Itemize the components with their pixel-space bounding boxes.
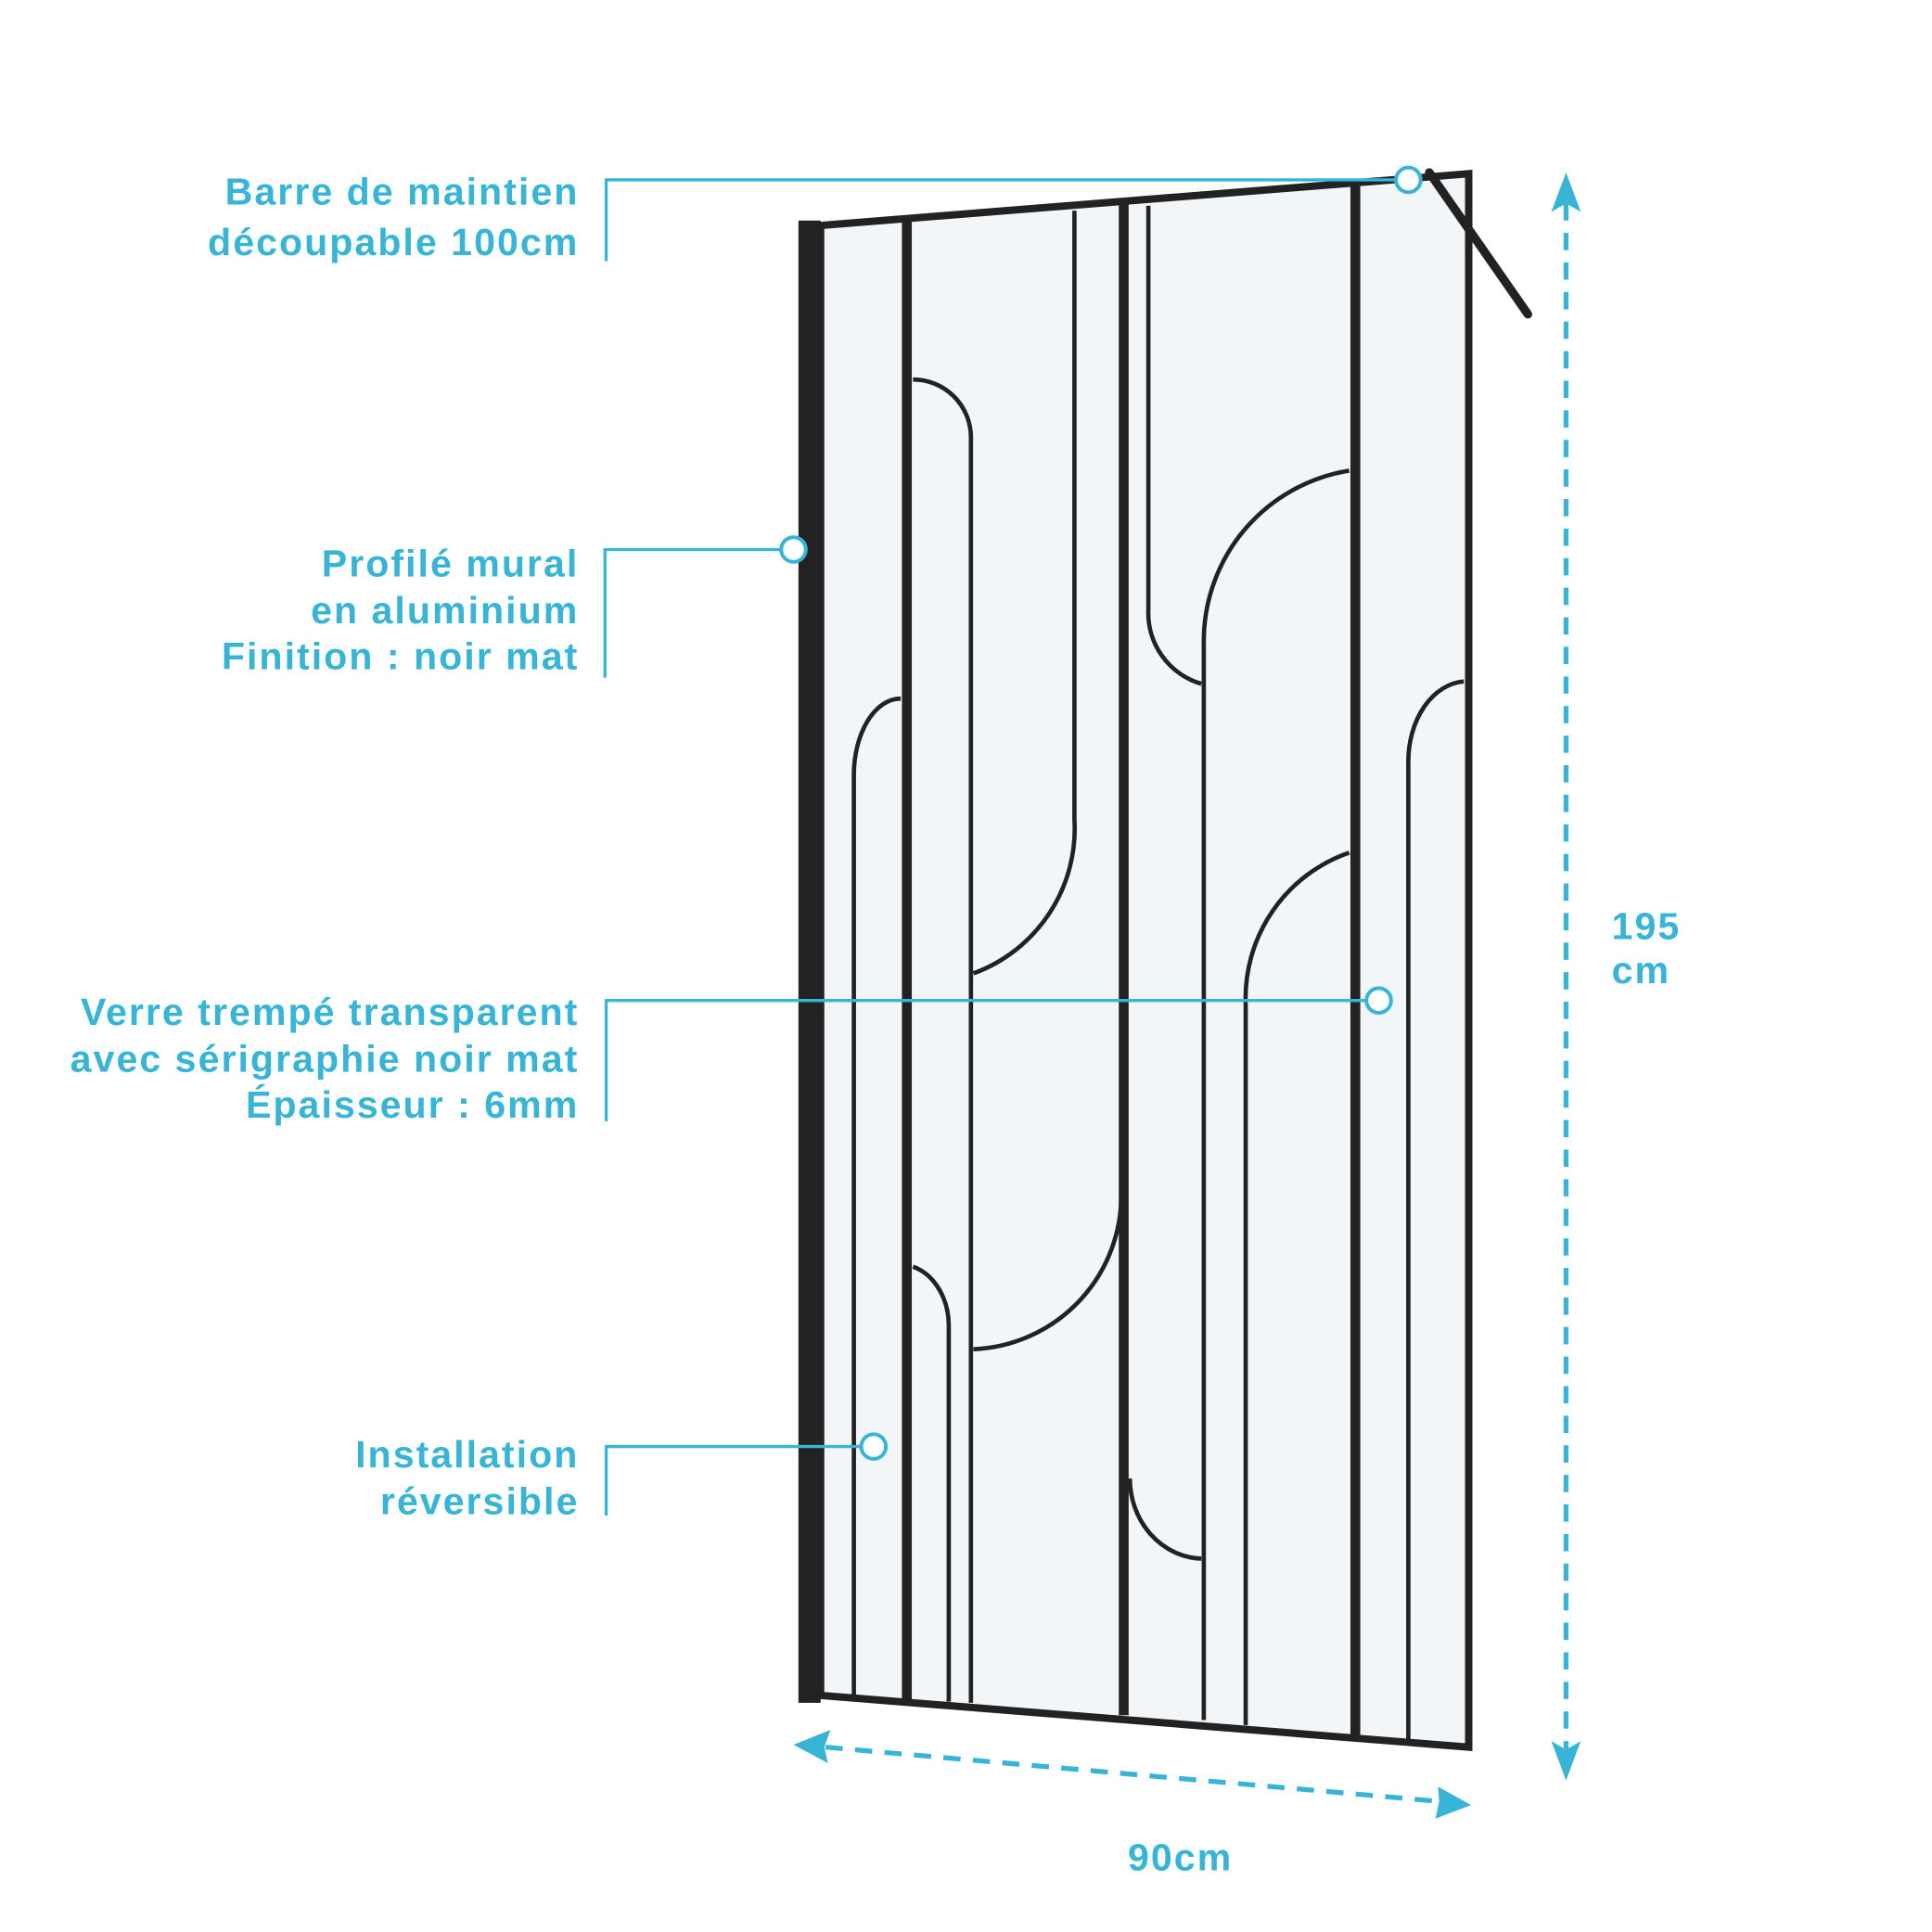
callout-wall-profile: Profilé mural en aluminium Finition : no… bbox=[222, 535, 808, 678]
callout-text: Finition : noir mat bbox=[222, 634, 580, 677]
callout-text: avec sérigraphie noir mat bbox=[70, 1038, 580, 1081]
callout-marker bbox=[1364, 986, 1393, 1015]
width-dimension: 90cm bbox=[793, 1730, 1472, 1879]
height-value: 195 bbox=[1612, 904, 1682, 947]
glass-panel bbox=[798, 169, 1473, 1752]
callout-text: réversible bbox=[380, 1480, 580, 1523]
callout-marker bbox=[779, 535, 808, 564]
callout-text: Épaisseur : 6mm bbox=[246, 1083, 579, 1126]
callout-glass: Verre trempé transparent avec sérigraphi… bbox=[70, 986, 1393, 1126]
callout-text: Profilé mural bbox=[322, 543, 580, 585]
width-value: 90cm bbox=[1128, 1836, 1233, 1879]
callout-text: Installation bbox=[355, 1433, 579, 1476]
callout-reversible: Installation réversible bbox=[355, 1432, 889, 1523]
arrow-right-icon bbox=[1435, 1786, 1472, 1819]
callout-marker bbox=[1394, 165, 1423, 195]
arrow-up-icon bbox=[1551, 172, 1581, 212]
serigraphy-pattern bbox=[851, 186, 1465, 1742]
height-dimension: 195 cm bbox=[1551, 172, 1682, 1781]
wall-profile bbox=[798, 220, 821, 1703]
callout-text: Barre de maintien bbox=[225, 171, 580, 213]
callout-text: Verre trempé transparent bbox=[81, 991, 580, 1033]
support-bar bbox=[1425, 168, 1532, 319]
callout-text: en aluminium bbox=[311, 589, 579, 632]
height-unit: cm bbox=[1612, 949, 1671, 992]
callout-marker bbox=[859, 1432, 889, 1461]
callout-text: découpable 100cm bbox=[208, 221, 579, 263]
callout-support-bar: Barre de maintien découpable 100cm bbox=[208, 165, 1423, 263]
arrow-left-icon bbox=[793, 1730, 831, 1764]
arrow-down-icon bbox=[1551, 1741, 1581, 1781]
